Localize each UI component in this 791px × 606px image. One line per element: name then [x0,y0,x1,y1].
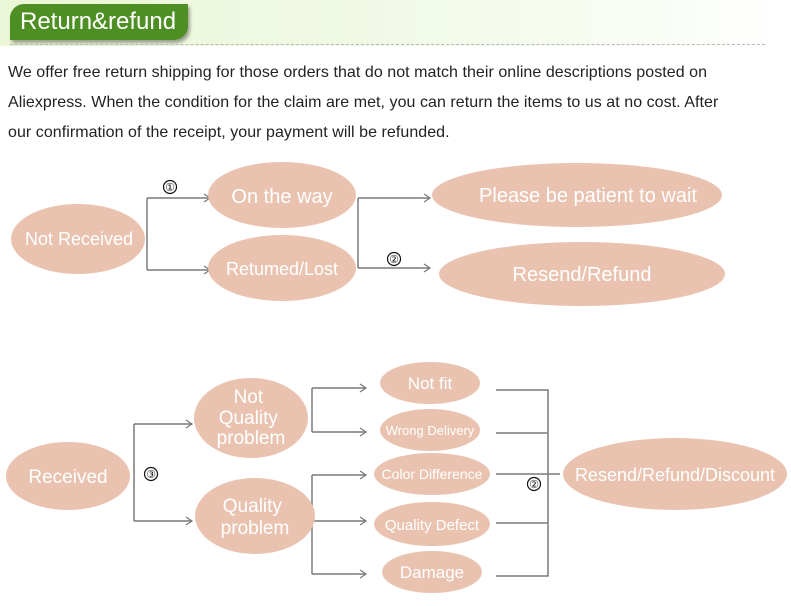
node-color-difference [374,453,490,495]
step-marker-3-label: ③ [146,469,156,481]
node-wrong-delivery [380,409,480,451]
intro-text: We offer free return shipping for those … [8,58,783,148]
step-marker-2-top-label: ② [389,254,399,266]
label-color-difference: Color Difference [382,466,483,482]
node-not-fit [380,362,480,404]
label-quality-defect: Quality Defect [385,517,480,534]
connectors [133,197,560,577]
step-marker-1-label: ① [165,182,175,194]
label-not-fit: Not fit [408,374,453,393]
node-damage [382,551,482,593]
step-marker-2-bottom: ② [526,476,542,492]
node-received [6,442,130,510]
label-line: Not [234,387,264,408]
label-quality-problem: Quality problem [221,496,290,539]
node-on-the-way [208,162,356,228]
page-title: Return&refund [20,8,177,35]
label-wrong-delivery: Wrong Delivery [386,423,475,438]
node-resend-refund [439,242,725,306]
label-received: Received [28,467,107,488]
label-line: problem [217,428,286,449]
node-not-received [11,204,145,274]
label-not-received: Not Received [25,229,133,249]
label-not-quality-problem: Not Quality problem [217,387,286,449]
node-returned-lost [208,235,356,301]
node-quality-problem [195,478,315,554]
step-marker-2-top: ② [386,251,402,267]
node-resend-refund-discount [563,438,787,510]
intro-line: We offer free return shipping for those … [8,64,708,81]
label-line: Quality [219,408,279,429]
label-damage: Damage [400,563,464,582]
label-returned-lost: Retumed/Lost [226,259,338,279]
step-marker-3: ③ [143,466,159,482]
label-on-the-way: On the way [231,186,332,208]
node-be-patient [432,163,722,227]
label-resend-refund: Resend/Refund [513,264,652,286]
label-resend-refund-discount: Resend/Refund/Discount [575,465,775,485]
node-quality-defect [374,502,490,546]
intro-line: our confirmation of the receipt, your pa… [8,124,450,141]
header-divider [10,44,765,45]
label-line: Quality [223,496,283,517]
step-marker-1: ① [162,179,178,195]
node-not-quality-problem [194,378,308,458]
intro-line: Aliexpress. When the condition for the c… [8,94,719,111]
label-be-patient: Please be patient to wait [479,185,697,207]
step-marker-2-bottom-label: ② [529,479,539,491]
title-tab [10,4,188,40]
arrow-heads [185,193,432,579]
label-line: problem [221,518,290,539]
